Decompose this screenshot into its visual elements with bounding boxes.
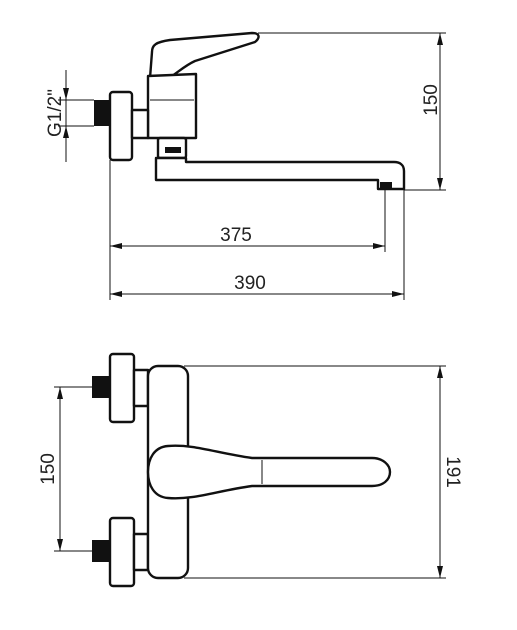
valve-body (146, 72, 198, 140)
inlet-spacing-dimension: 150 (38, 453, 59, 485)
top-view: 150 191 (38, 352, 463, 588)
thread-size-dimension: G1/2" (45, 89, 66, 137)
side-height-dimension: 150 (421, 84, 442, 116)
spout (154, 156, 406, 191)
body-width-dimension: 191 (442, 456, 463, 488)
upper-flange (108, 352, 136, 424)
total-length-dimension: 390 (234, 273, 266, 294)
lower-inlet-connector (92, 540, 110, 562)
handle-lever (148, 31, 260, 80)
wall-flange (108, 90, 134, 162)
inlet-connector (94, 100, 110, 126)
side-view: 150 G1/2" 375 390 (45, 31, 446, 300)
lower-flange (108, 516, 136, 588)
lever-top (146, 444, 392, 500)
upper-inlet-connector (92, 376, 110, 398)
flange-stem (130, 108, 150, 140)
reach-dimension: 375 (220, 225, 252, 246)
